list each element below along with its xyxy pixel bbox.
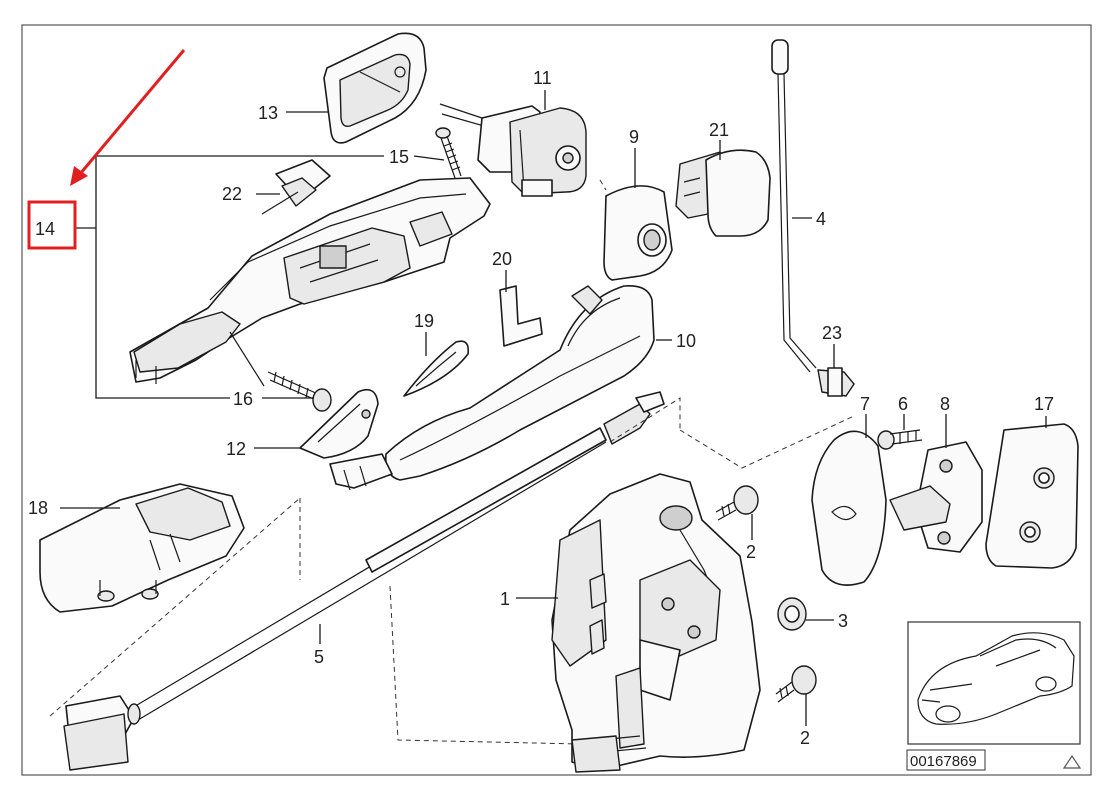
part-1-lock-mechanism bbox=[551, 473, 761, 773]
callout-6: 6 bbox=[898, 394, 908, 414]
part-17-shim-plate bbox=[985, 423, 1079, 569]
leader-lines bbox=[60, 90, 1047, 726]
part-15-screw bbox=[435, 127, 462, 179]
callout-17: 17 bbox=[1034, 394, 1054, 414]
part-18-housing bbox=[39, 483, 245, 613]
callout-7: 7 bbox=[860, 394, 870, 414]
callout-18: 18 bbox=[28, 498, 48, 518]
callout-19: 19 bbox=[414, 311, 434, 331]
callout-10: 10 bbox=[676, 331, 696, 351]
callout-2-lower: 2 bbox=[800, 728, 810, 748]
highlight-annotation bbox=[27, 49, 186, 250]
part-19-gasket bbox=[403, 340, 470, 397]
projection-line bbox=[679, 415, 855, 469]
part-9-lock-cover bbox=[603, 185, 673, 281]
callout-1: 1 bbox=[500, 589, 510, 609]
car-icon bbox=[917, 632, 1075, 725]
triangle-icon bbox=[1062, 754, 1082, 769]
part-23-clip bbox=[817, 367, 855, 397]
part-22-clip bbox=[261, 159, 331, 215]
callout-14: 14 bbox=[35, 219, 55, 239]
handle-end-piece bbox=[329, 453, 393, 491]
callout-22: 22 bbox=[222, 184, 242, 204]
part-2-screw-upper bbox=[715, 485, 759, 521]
part-13-cover-cap bbox=[323, 32, 427, 144]
part-4-rod bbox=[771, 39, 817, 373]
projection-line bbox=[49, 497, 301, 717]
part-12-seal bbox=[299, 388, 379, 459]
projection-line bbox=[599, 179, 607, 191]
callout-20: 20 bbox=[492, 249, 512, 269]
callout-2-upper: 2 bbox=[746, 542, 756, 562]
part-2-screw-lower bbox=[775, 665, 817, 703]
callout-13: 13 bbox=[258, 103, 278, 123]
part-3-grommet bbox=[777, 597, 807, 631]
part-11-lock-cylinder bbox=[439, 103, 587, 197]
part-14-handle-carrier bbox=[129, 177, 491, 387]
highlight-arrow bbox=[78, 49, 186, 175]
callout-11: 11 bbox=[533, 68, 552, 88]
callout-5: 5 bbox=[314, 647, 324, 667]
projection-line bbox=[609, 397, 681, 443]
arrow-head-icon bbox=[70, 166, 88, 186]
part-10-door-handle bbox=[384, 284, 655, 481]
diagram-number: 00167869 bbox=[910, 753, 977, 770]
callout-3: 3 bbox=[838, 611, 848, 631]
diagram-number-box bbox=[906, 749, 986, 771]
callout-12: 12 bbox=[226, 439, 246, 459]
callout-8: 8 bbox=[940, 394, 950, 414]
callout-15: 15 bbox=[389, 147, 409, 167]
callout-16: 16 bbox=[233, 389, 253, 409]
diagram-frame bbox=[21, 24, 1092, 776]
part-6-screw bbox=[877, 429, 923, 450]
part-5-cable bbox=[63, 391, 665, 771]
part-16-screw bbox=[267, 371, 332, 412]
highlight-box bbox=[27, 200, 77, 250]
callout-23: 23 bbox=[822, 323, 842, 343]
part-8-striker bbox=[889, 441, 983, 553]
callout-4: 4 bbox=[816, 209, 826, 229]
part-7-cover-plate bbox=[811, 430, 887, 586]
part-20-clip bbox=[499, 285, 543, 347]
callout-21: 21 bbox=[709, 120, 729, 140]
part-21-cap bbox=[675, 149, 771, 237]
callout-9: 9 bbox=[629, 127, 639, 147]
projection-line bbox=[389, 585, 581, 745]
car-thumbnail bbox=[907, 621, 1081, 745]
